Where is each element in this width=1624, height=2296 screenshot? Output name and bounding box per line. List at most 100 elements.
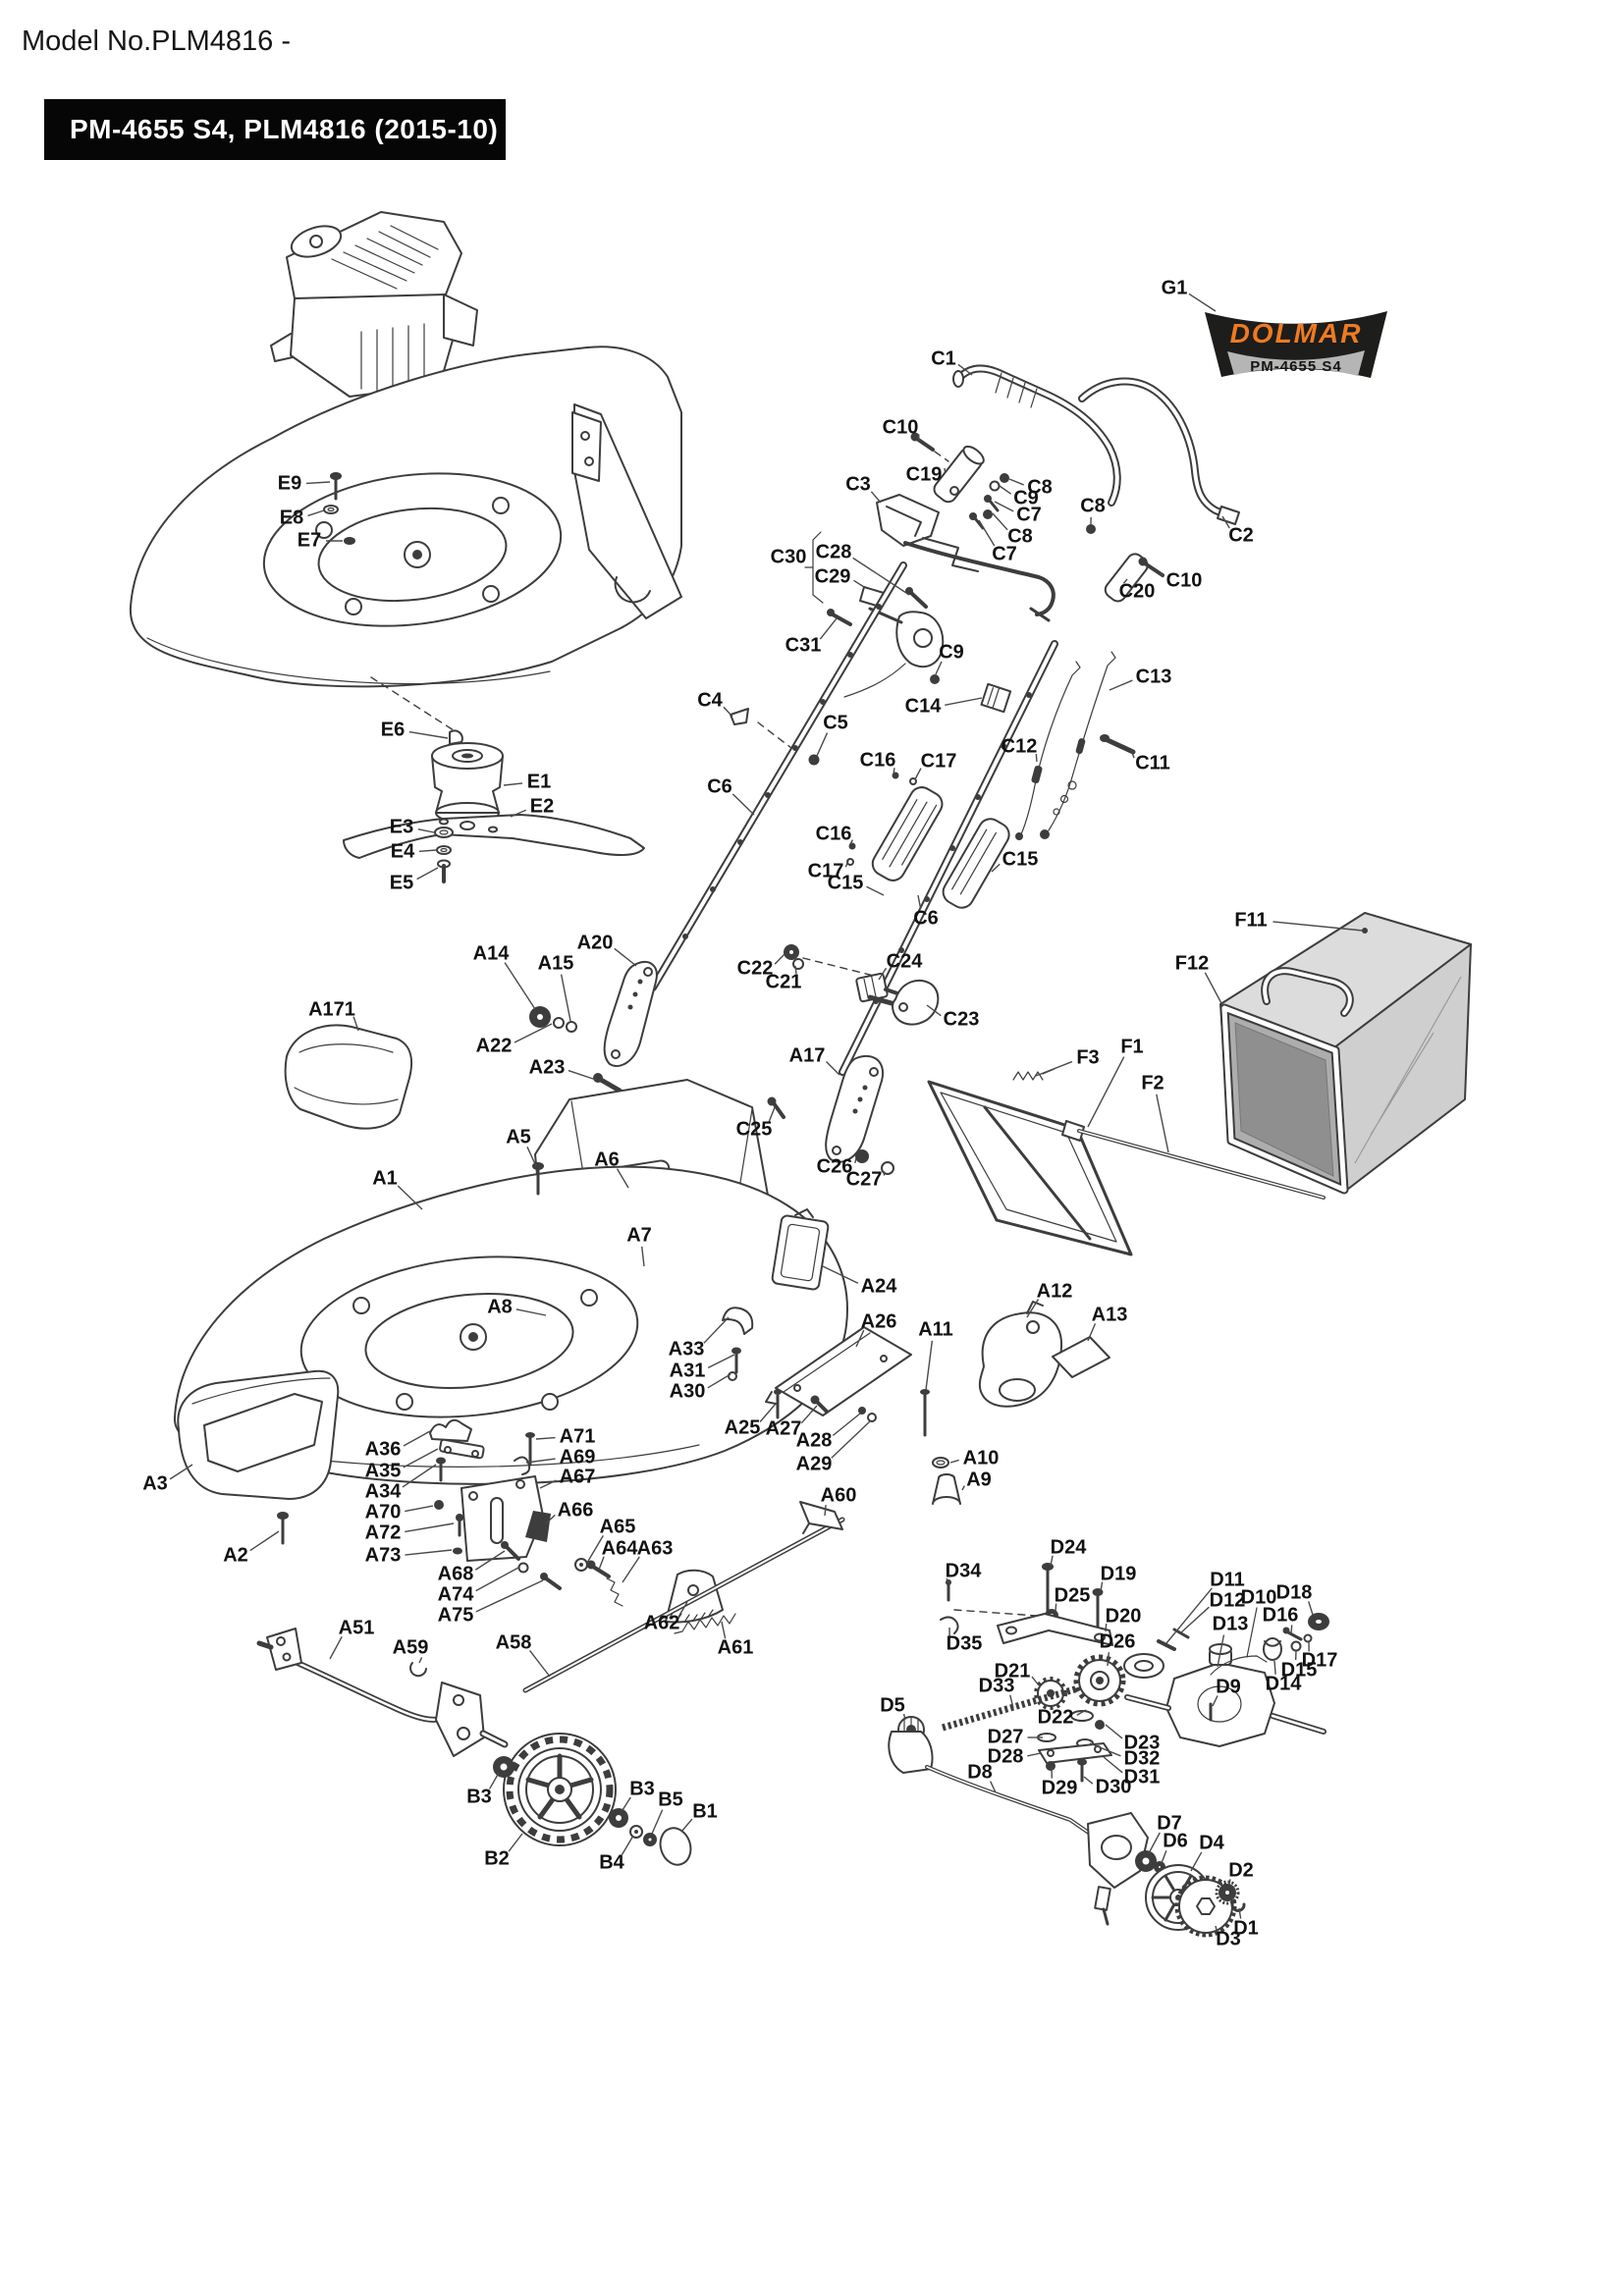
part-label-a23: A23 bbox=[528, 1056, 566, 1079]
part-label-c26: C26 bbox=[816, 1155, 853, 1178]
part-label-a67: A67 bbox=[559, 1466, 596, 1488]
part-label-e1: E1 bbox=[526, 771, 552, 793]
part-label-a58: A58 bbox=[495, 1631, 532, 1654]
part-label-d16: D16 bbox=[1262, 1604, 1299, 1627]
logo-brand-text: DOLMAR bbox=[1230, 318, 1363, 348]
part-label-c23: C23 bbox=[943, 1008, 980, 1031]
part-label-d7: D7 bbox=[1157, 1812, 1182, 1835]
part-label-a61: A61 bbox=[717, 1636, 754, 1659]
part-label-a59: A59 bbox=[392, 1636, 429, 1659]
part-label-c6: C6 bbox=[707, 775, 732, 798]
part-label-c22: C22 bbox=[736, 957, 774, 980]
part-label-c2: C2 bbox=[1228, 524, 1254, 547]
mulch-plug-drawing bbox=[284, 1024, 413, 1130]
part-label-c24: C24 bbox=[886, 950, 923, 973]
part-label-c20: C20 bbox=[1118, 580, 1156, 603]
part-label-c31: C31 bbox=[785, 634, 822, 657]
part-label-b3: B3 bbox=[629, 1778, 655, 1800]
part-label-d31: D31 bbox=[1123, 1766, 1161, 1789]
part-label-d34: D34 bbox=[945, 1560, 982, 1582]
part-label-e8: E8 bbox=[279, 507, 304, 529]
part-label-a64: A64 bbox=[601, 1537, 638, 1560]
part-label-c6: C6 bbox=[913, 907, 939, 930]
part-label-c8: C8 bbox=[1007, 525, 1033, 548]
part-label-c8: C8 bbox=[1027, 476, 1053, 499]
part-label-a3: A3 bbox=[142, 1472, 168, 1495]
part-label-c16: C16 bbox=[859, 749, 896, 772]
part-label-d15: D15 bbox=[1280, 1659, 1318, 1682]
part-label-d5: D5 bbox=[880, 1694, 905, 1717]
part-label-e3: E3 bbox=[389, 816, 414, 838]
part-label-a10: A10 bbox=[962, 1447, 1000, 1469]
logo-model-text: PM-4655 S4 bbox=[1250, 358, 1341, 375]
part-label-d25: D25 bbox=[1054, 1584, 1091, 1607]
part-label-f1: F1 bbox=[1120, 1036, 1144, 1058]
part-label-e6: E6 bbox=[380, 719, 406, 741]
part-label-a5: A5 bbox=[506, 1126, 531, 1148]
part-label-a6: A6 bbox=[594, 1148, 620, 1171]
part-label-c7: C7 bbox=[992, 543, 1017, 565]
part-label-f11: F11 bbox=[1234, 909, 1268, 932]
part-label-a22: A22 bbox=[475, 1035, 513, 1057]
part-label-c27: C27 bbox=[845, 1168, 883, 1191]
part-label-d9: D9 bbox=[1216, 1676, 1241, 1698]
part-label-a11: A11 bbox=[918, 1318, 953, 1341]
part-label-a25: A25 bbox=[724, 1416, 761, 1439]
part-label-a14: A14 bbox=[472, 942, 510, 965]
part-label-c14: C14 bbox=[904, 695, 942, 718]
lower-handle-drawing bbox=[529, 561, 1058, 1175]
part-label-a30: A30 bbox=[669, 1380, 706, 1403]
part-label-c9: C9 bbox=[939, 641, 964, 664]
model-banner: PM-4655 S4, PLM4816 (2015-10) bbox=[44, 99, 506, 160]
part-label-a73: A73 bbox=[364, 1544, 402, 1567]
part-label-d13: D13 bbox=[1212, 1613, 1249, 1635]
grass-bag-drawing bbox=[1219, 912, 1472, 1195]
part-label-c17: C17 bbox=[920, 750, 957, 773]
part-label-f3: F3 bbox=[1076, 1046, 1100, 1069]
logo-band bbox=[1227, 350, 1365, 376]
part-label-c10: C10 bbox=[1165, 569, 1203, 592]
part-label-a35: A35 bbox=[364, 1460, 402, 1482]
part-label-a26: A26 bbox=[860, 1310, 897, 1333]
part-label-e2: E2 bbox=[529, 795, 555, 818]
part-label-d2: D2 bbox=[1228, 1859, 1254, 1882]
part-label-a63: A63 bbox=[636, 1537, 674, 1560]
part-label-b1: B1 bbox=[692, 1800, 718, 1823]
part-label-c7: C7 bbox=[1016, 504, 1042, 526]
part-label-c15: C15 bbox=[1001, 848, 1039, 871]
part-label-c5: C5 bbox=[823, 712, 848, 734]
part-label-a12: A12 bbox=[1036, 1280, 1073, 1303]
part-label-g1: G1 bbox=[1161, 277, 1188, 299]
part-label-a28: A28 bbox=[795, 1429, 833, 1452]
part-label-d26: D26 bbox=[1099, 1630, 1136, 1653]
part-label-c12: C12 bbox=[1001, 735, 1038, 758]
part-label-d30: D30 bbox=[1095, 1776, 1132, 1798]
front-cover-drawing bbox=[177, 1369, 340, 1500]
part-label-a36: A36 bbox=[364, 1438, 402, 1461]
part-label-c8: C8 bbox=[1080, 495, 1106, 517]
part-label-d4: D4 bbox=[1199, 1832, 1224, 1854]
part-label-c15: C15 bbox=[827, 872, 864, 894]
part-label-a70: A70 bbox=[364, 1501, 402, 1523]
part-label-d6: D6 bbox=[1163, 1830, 1188, 1852]
part-label-e5: E5 bbox=[389, 872, 414, 894]
part-label-e7: E7 bbox=[297, 529, 322, 552]
part-label-d3: D3 bbox=[1216, 1928, 1241, 1950]
part-label-a24: A24 bbox=[860, 1275, 897, 1298]
part-label-a7: A7 bbox=[626, 1224, 652, 1247]
part-label-d35: D35 bbox=[946, 1632, 983, 1655]
part-label-b4: B4 bbox=[599, 1851, 624, 1874]
part-label-a72: A72 bbox=[364, 1522, 402, 1544]
blade-assembly-drawing bbox=[343, 729, 645, 883]
part-label-d14: D14 bbox=[1265, 1673, 1302, 1695]
part-label-a13: A13 bbox=[1091, 1304, 1128, 1326]
upper-deck-drawing bbox=[129, 346, 682, 731]
part-label-e9: E9 bbox=[277, 472, 302, 495]
part-label-a27: A27 bbox=[765, 1417, 802, 1440]
part-label-b2: B2 bbox=[484, 1847, 510, 1870]
part-label-f12: F12 bbox=[1174, 952, 1210, 975]
part-label-d1: D1 bbox=[1233, 1917, 1259, 1940]
part-label-b5: B5 bbox=[658, 1789, 683, 1811]
part-label-c25: C25 bbox=[735, 1118, 773, 1141]
